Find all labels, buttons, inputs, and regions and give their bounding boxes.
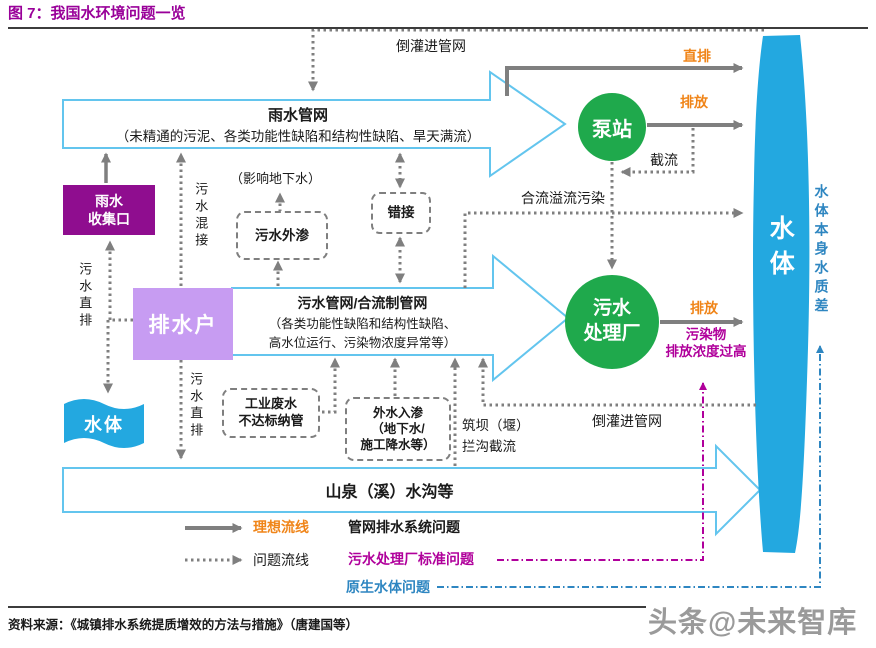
legend-network-problem-label: 管网排水系统问题 [348, 519, 460, 535]
rain-network-title: 雨水管网 [267, 106, 328, 124]
mountain-stream-label: 山泉（溪）水沟等 [325, 484, 454, 501]
cso-pollution-label: 合流溢流污染 [521, 190, 605, 206]
treatment-plant-node [565, 275, 659, 369]
backflow-top-label: 倒灌进管网 [396, 38, 466, 54]
sewage-mix-label: 污水混接 [193, 182, 209, 250]
mountain-stream-arrow: 山泉（溪）水沟等 [63, 468, 716, 512]
rain-network-subtitle: （未精通的污泥、各类功能性缺陷和结构性缺陷、旱天满流） [115, 128, 481, 144]
rain-network-box: 雨水管网 （未精通的污泥、各类功能性缺陷和结构性缺陷、旱天满流） [63, 100, 533, 148]
external-water-label-2: （地下水/ [371, 421, 425, 436]
water-quality-self-label: 水体本身水质差 [813, 184, 830, 317]
treatment-plant-label-wrap: 污水 处理厂 [565, 275, 659, 369]
legend-ideal-flow-label: 理想流线 [253, 519, 309, 535]
wrong-connection-box: 错接 [371, 192, 431, 234]
wrong-connection-label: 错接 [387, 205, 415, 221]
intercept-label: 截流 [650, 152, 678, 168]
pump-station-node [578, 93, 646, 161]
sewage-leak-box: 污水外渗 [236, 211, 328, 260]
pump-discharge-label: 排放 [680, 94, 708, 110]
legend-problem-flow-label: 问题流线 [253, 552, 309, 568]
external-water-box: 外水入渗 （地下水/ 施工降水等） [345, 397, 451, 461]
cso-line [463, 208, 744, 288]
watermark: 头条@未来智库 [648, 607, 858, 639]
dam-intercept-label: 筑坝（堰） 拦沟截流 [462, 416, 530, 458]
sewage-leak-label: 污水外渗 [255, 227, 309, 243]
backflow-top-line [308, 28, 764, 92]
water-body-right-label: 水体 [766, 215, 795, 285]
backflow-bottom-line [478, 357, 756, 407]
rain-inlet-label-2: 收集口 [88, 211, 130, 227]
sewage-network-subtitle-1: （各类功能性缺陷和结构性缺陷、 [268, 317, 457, 331]
water-body-left-shape [64, 399, 144, 448]
industrial-wastewater-label-2: 不达标纳管 [238, 413, 304, 428]
pollutant-label-1: 污染物 [685, 327, 727, 342]
intercept-line [620, 128, 695, 177]
sewage-network-subtitle-2: 高水位运行、污染物浓度异常等） [268, 336, 457, 350]
source-note: 资料来源：《城镇排水系统提质增效的方法与措施》（唐建国等） [8, 618, 359, 632]
native-water-problem-line [437, 345, 824, 588]
external-water-label-1: 外水入渗 [372, 405, 423, 420]
pollutant-overconcentration-label: 污染物 排放浓度过高 [641, 327, 771, 361]
treatment-plant-label-1: 污水 [592, 298, 631, 320]
discharger-label: 排水户 [148, 314, 218, 337]
industrial-inflow-line [316, 357, 340, 414]
sewage-direct-left-label: 污水直排 [77, 262, 93, 330]
water-body-right-shape [753, 35, 810, 553]
mountain-stream-arrow-shape [62, 443, 762, 537]
water-body-left-label: 水体 [84, 414, 124, 435]
pump-station-label: 泵站 [592, 118, 632, 141]
affect-groundwater-label: （影响地下水） [230, 171, 322, 186]
backflow-bottom-label: 倒灌进管网 [592, 413, 662, 429]
legend-native-water-label: 原生水体问题 [346, 579, 430, 595]
direct-discharge-label: 直排 [683, 48, 711, 64]
plant-discharge-label: 排放 [690, 300, 718, 316]
figure-title: 图 7：我国水环境问题一览 [8, 5, 186, 22]
industrial-wastewater-label-1: 工业废水 [244, 396, 297, 412]
legend-plant-problem-label: 污水处理厂标准问题 [348, 551, 474, 567]
plant-problem-line [497, 382, 707, 561]
pollutant-label-2: 排放浓度过高 [665, 343, 747, 359]
industrial-wastewater-box: 工业废水 不达标纳管 [222, 388, 320, 438]
sewage-network-box: 污水管网/合流制管网 （各类功能性缺陷和结构性缺陷、 高水位运行、污染物浓度异常… [232, 289, 493, 355]
treatment-plant-label-2: 处理厂 [583, 323, 641, 344]
rain-inlet-label-1: 雨水 [95, 192, 123, 209]
rain-network-arrow-shape [62, 70, 567, 178]
rain-inlet-box: 雨水 收集口 [63, 185, 155, 235]
discharger-box: 排水户 [133, 288, 233, 360]
header-divider [8, 27, 868, 29]
external-water-label-3: 施工降水等） [360, 438, 436, 453]
direct-discharge-line [505, 63, 744, 96]
sewage-network-title: 污水管网/合流制管网 [297, 295, 428, 311]
pump-station-label-wrap: 泵站 [578, 93, 646, 161]
dam-label-2: 拦沟截流 [462, 438, 516, 454]
footer-divider [8, 606, 646, 608]
sewage-network-arrow-shape [231, 253, 570, 383]
sewage-direct-mid-label: 污水直排 [188, 372, 204, 440]
dam-label-1: 筑坝（堰） [462, 418, 530, 433]
